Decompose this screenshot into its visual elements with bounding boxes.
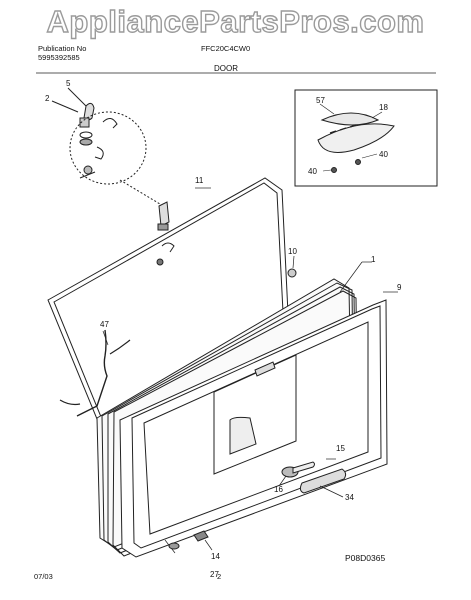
callout-1: 1 [371,255,376,264]
callout-16: 16 [274,485,283,494]
callout-9: 9 [397,283,402,292]
part-10-screw [287,255,297,278]
footer-date: 07/03 [34,572,53,581]
callout-18: 18 [379,103,388,112]
callout-40-left: 40 [308,167,317,176]
handle-parts [278,458,347,498]
lower-hinge-parts [164,530,213,554]
callout-40-right: 40 [379,150,388,159]
callout-14: 14 [211,552,220,561]
publication-number: 5995392585 [38,53,80,62]
callout-15: 15 [336,444,345,453]
section-title: DOOR [214,64,238,73]
model-number: FFC20C4CW0 [201,44,251,53]
footer-page-number: 2 [217,572,222,581]
watermark-logo: AppliancePartsPros.com [46,3,425,39]
callout-27: 27 [210,570,219,579]
callout-47: 47 [100,320,109,329]
hinge-parts-group [51,87,161,205]
callout-10: 10 [288,247,297,256]
callout-57: 57 [316,96,325,105]
callout-2: 2 [45,94,50,103]
hinge-assembly [156,201,175,266]
inner-door-liner [119,299,388,558]
callout-labels: 2 5 11 10 1 9 47 57 18 40 40 15 16 34 14… [45,79,402,579]
callout-34: 34 [345,493,354,502]
callout-11: 11 [195,176,204,185]
callout-5: 5 [66,79,71,88]
drawing-id: P08D0365 [345,553,386,563]
publication-label: Publication No [38,44,87,53]
wire-harness [59,329,131,417]
inset-detail-box [294,89,438,187]
